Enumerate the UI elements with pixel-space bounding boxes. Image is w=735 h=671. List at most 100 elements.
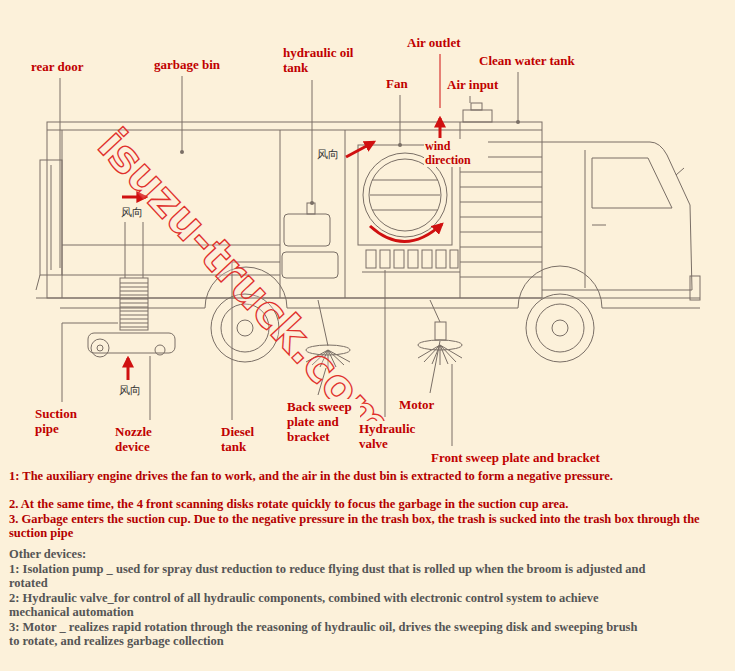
leader-lines-part <box>452 364 453 446</box>
airflow-arrows-part <box>127 358 130 380</box>
water-tank-stripes-part <box>460 247 542 248</box>
suction-pipe-and-nozzle-part <box>120 291 148 292</box>
suction-pipe-and-nozzle-part <box>120 323 148 324</box>
leader-lines-part <box>150 356 151 420</box>
water-tank-stripes-part <box>471 103 482 110</box>
part-label: Back sweep plate and bracket <box>286 399 360 444</box>
sweep-brushes-part <box>430 300 440 322</box>
water-tank-stripes-part <box>460 232 542 233</box>
water-tank-stripes-part <box>460 187 542 188</box>
airflow-arrows-part <box>439 118 442 138</box>
leader-lines-part <box>470 96 471 103</box>
truck-body-part <box>36 275 40 290</box>
suction-pipe-and-nozzle <box>88 222 175 357</box>
wind-direction-mark: 风向 <box>118 384 142 397</box>
fan-housing-part <box>372 180 438 181</box>
air-outlet-leader-part <box>440 54 441 108</box>
leader-dots-part <box>310 201 314 205</box>
chassis-and-wheels-part <box>552 320 568 336</box>
leader-lines-part <box>312 80 313 203</box>
fan-housing-part <box>369 159 441 231</box>
truck-body-part <box>345 130 346 298</box>
suction-pipe-and-nozzle-part <box>120 315 148 316</box>
leader-dots-part <box>398 143 402 147</box>
leader-dots <box>180 120 520 205</box>
device-note: 1: Isolation pump _ used for spray dust … <box>8 562 650 590</box>
part-label: garbage bin <box>153 57 221 72</box>
chassis-and-wheels-part <box>287 308 518 309</box>
suction-pipe-and-nozzle-part <box>120 311 148 312</box>
device-note: 3: Motor _ realizes rapid rotation throu… <box>8 620 650 648</box>
airflow-arrows-part <box>346 142 374 157</box>
cab-part <box>585 150 586 288</box>
suction-pipe-and-nozzle-part <box>120 319 148 320</box>
suction-pipe-and-nozzle-part <box>97 345 103 351</box>
cab-part <box>592 225 606 226</box>
explanation-note: 2. At the same time, the 4 front scannin… <box>8 497 728 511</box>
hydraulic-valve-bank-part <box>394 250 404 268</box>
leader-lines-part <box>385 270 386 417</box>
part-label: Clean water tank <box>478 53 576 68</box>
hydraulic-valve-bank-part <box>408 250 418 268</box>
leader-lines-part <box>518 72 519 122</box>
sweep-brushes-part <box>440 345 441 365</box>
suction-pipe-and-nozzle-part <box>143 222 144 278</box>
truck-body-part <box>280 130 281 298</box>
chassis-and-wheels <box>36 266 700 362</box>
part-label: Fan <box>385 76 409 91</box>
water-tank-stripes-part <box>460 262 542 263</box>
truck-body-part <box>51 165 52 270</box>
device-note: 2: Hydraulic valve_for control of all hy… <box>8 591 650 619</box>
explanation-note: 3. Garbage enters the suction cup. Due t… <box>8 512 728 540</box>
cab-part <box>542 142 692 290</box>
hydraulic-oil-tank-part <box>284 214 330 246</box>
part-label: wind direction <box>424 139 488 167</box>
hydraulic-oil-tank <box>282 203 338 278</box>
water-tank-stripes-part <box>460 217 542 218</box>
section-heading: Other devices: <box>8 547 650 561</box>
cab-part <box>676 168 684 175</box>
water-tank-stripes-part <box>460 172 542 173</box>
water-tank-stripes <box>460 103 542 277</box>
hydraulic-valve-bank-part <box>366 250 376 268</box>
chassis-and-wheels-part <box>518 266 602 308</box>
leader-lines-part <box>60 78 61 268</box>
leader-dots-part <box>516 120 520 124</box>
chassis-and-wheels-part <box>60 308 205 309</box>
part-label: Nozzle device <box>114 424 166 454</box>
explanation-note: 1: The auxiliary engine drives the fan t… <box>8 469 728 483</box>
hydraulic-valve-bank-part <box>362 272 460 273</box>
wind-direction-mark: 风向 <box>120 206 144 219</box>
hydraulic-valve-bank-part <box>380 250 390 268</box>
part-label: Motor <box>398 397 435 412</box>
fan-housing-part <box>370 195 440 196</box>
water-tank-stripes-part <box>460 277 542 278</box>
part-label: Diesel tank <box>220 424 270 454</box>
cab-part <box>690 276 700 300</box>
part-label: hydraulic oil tank <box>282 45 356 75</box>
fan-housing-part <box>372 210 438 211</box>
suction-pipe-and-nozzle-part <box>155 345 165 355</box>
cab <box>542 142 700 300</box>
hydraulic-valve-bank <box>362 250 460 272</box>
air-outlet-leader <box>440 54 441 108</box>
leader-lines-part <box>62 323 118 402</box>
sweep-brushes-part <box>440 345 462 358</box>
chassis-and-wheels-part <box>602 308 700 309</box>
suction-pipe-and-nozzle-part <box>120 295 148 296</box>
water-tank-stripes-part <box>463 110 492 122</box>
suction-pipe-and-nozzle-part <box>120 307 148 308</box>
part-label: Air input <box>446 77 499 92</box>
hydraulic-valve-bank-part <box>436 250 446 268</box>
hydraulic-valve-bank-part <box>422 250 432 268</box>
suction-pipe-and-nozzle-part <box>120 278 148 330</box>
leader-dots-part <box>180 150 184 154</box>
leader-lines-part <box>400 95 401 145</box>
suction-pipe-and-nozzle-part <box>125 222 126 278</box>
part-label: Hydraulic valve <box>358 421 430 451</box>
suction-pipe-and-nozzle-part <box>120 287 148 288</box>
suction-pipe-and-nozzle-part <box>120 283 148 284</box>
airflow-arrows-part <box>370 224 442 242</box>
leader-lines-part <box>182 76 183 152</box>
